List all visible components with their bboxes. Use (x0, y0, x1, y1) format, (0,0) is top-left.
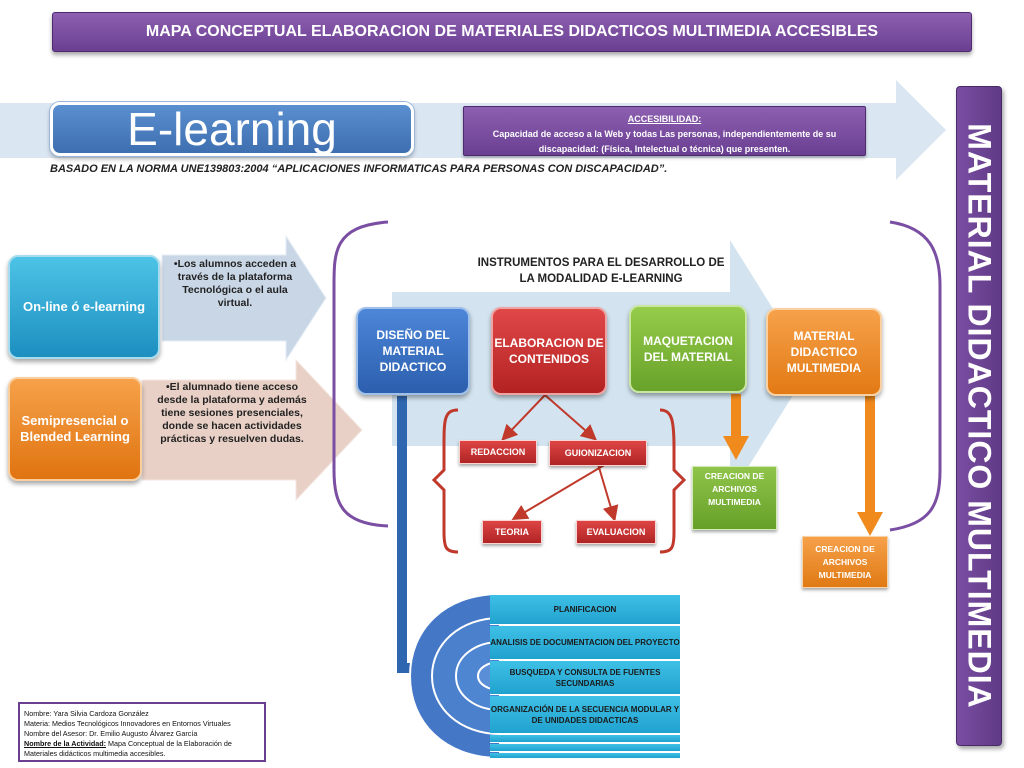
redaccion-box: REDACCION (459, 440, 537, 464)
online-desc: •Los alumnos acceden a través de la plat… (173, 258, 297, 309)
credits-box: Nombre: Yara Silvia Cardoza González Mat… (18, 702, 266, 762)
credits-actividad: Nombre de la Actividad: Mapa Conceptual … (24, 739, 260, 759)
vertical-title: MATERIAL DIDACTICO MULTIMEDIA (961, 123, 998, 709)
online-arrow (161, 234, 327, 362)
page-title: MAPA CONCEPTUAL ELABORACION DE MATERIALE… (52, 12, 972, 52)
red-brace-left (431, 408, 459, 554)
accesibilidad-text: Capacidad de acceso a la Web y todas Las… (492, 129, 837, 154)
paso-analisis: ANALISIS DE DOCUMENTACION DEL PROYECTO (490, 626, 680, 660)
evaluacion-box: EVALUACION (576, 520, 656, 544)
credits-nombre: Nombre: Yara Silvia Cardoza González (24, 709, 149, 718)
paso-planificacion: PLANIFICACION (490, 595, 680, 625)
instrumentos-title: INSTRUMENTOS PARA EL DESARROLLO DE LA MO… (477, 257, 725, 285)
vertical-title-bar: MATERIAL DIDACTICO MULTIMEDIA (956, 86, 1002, 746)
semipresencial-desc: •El alumnado tiene acceso desde la plata… (157, 381, 307, 445)
creacion-archivos-maquetacion: CREACION DE ARCHIVOS MULTIMEDIA (692, 466, 777, 530)
diseno-material-box: DISEÑO DEL MATERIAL DIDACTICO (356, 307, 470, 395)
left-purple-bracket (332, 220, 389, 528)
credits-materia: Materia: Medios Tecnológicos Innovadores… (24, 719, 231, 728)
norma-text: BASADO EN LA NORMA UNE139803:2004 “APLIC… (50, 163, 668, 175)
red-brace-right (659, 408, 687, 554)
credits-actividad-label: Nombre de la Actividad: (24, 739, 107, 748)
guionizacion-box: GUIONIZACION (549, 440, 647, 466)
accesibilidad-heading: ACCESIBILIDAD: (627, 114, 702, 124)
semi-arrow (141, 358, 363, 502)
credits-actividad-value: Mapa Conceptual de la Elaboración de Mat… (24, 739, 232, 758)
right-purple-bracket (889, 220, 942, 532)
material-didactico-box: MATERIAL DIDACTICO MULTIMEDIA (766, 308, 882, 396)
elaboracion-contenidos-box: ELABORACION DE CONTENIDOS (491, 307, 607, 395)
maquetacion-box: MAQUETACION DEL MATERIAL (629, 305, 747, 393)
stack-spacer-2 (490, 744, 680, 752)
creacion-archivos-material: CREACION DE ARCHIVOS MULTIMEDIA (802, 536, 888, 588)
credits-asesor: Nombre del Asesor: Dr. Emilio Augusto Ál… (24, 729, 198, 738)
accesibilidad-box: ACCESIBILIDAD: Capacidad de acceso a la … (463, 106, 866, 156)
paso-busqueda: BUSQUEDA Y CONSULTA DE FUENTES SECUNDARI… (490, 661, 680, 695)
teoria-box: TEORIA (482, 520, 542, 544)
paso-organizacion: ORGANIZACIÓN DE LA SECUENCIA MODULAR Y D… (490, 696, 680, 734)
stack-spacer-1 (490, 735, 680, 743)
stack-spacer-3 (490, 753, 680, 759)
elearning-box: E-learning (50, 102, 414, 156)
online-box: On-line ó e-learning (8, 255, 160, 359)
semipresencial-box: Semipresencial o Blended Learning (8, 377, 142, 481)
